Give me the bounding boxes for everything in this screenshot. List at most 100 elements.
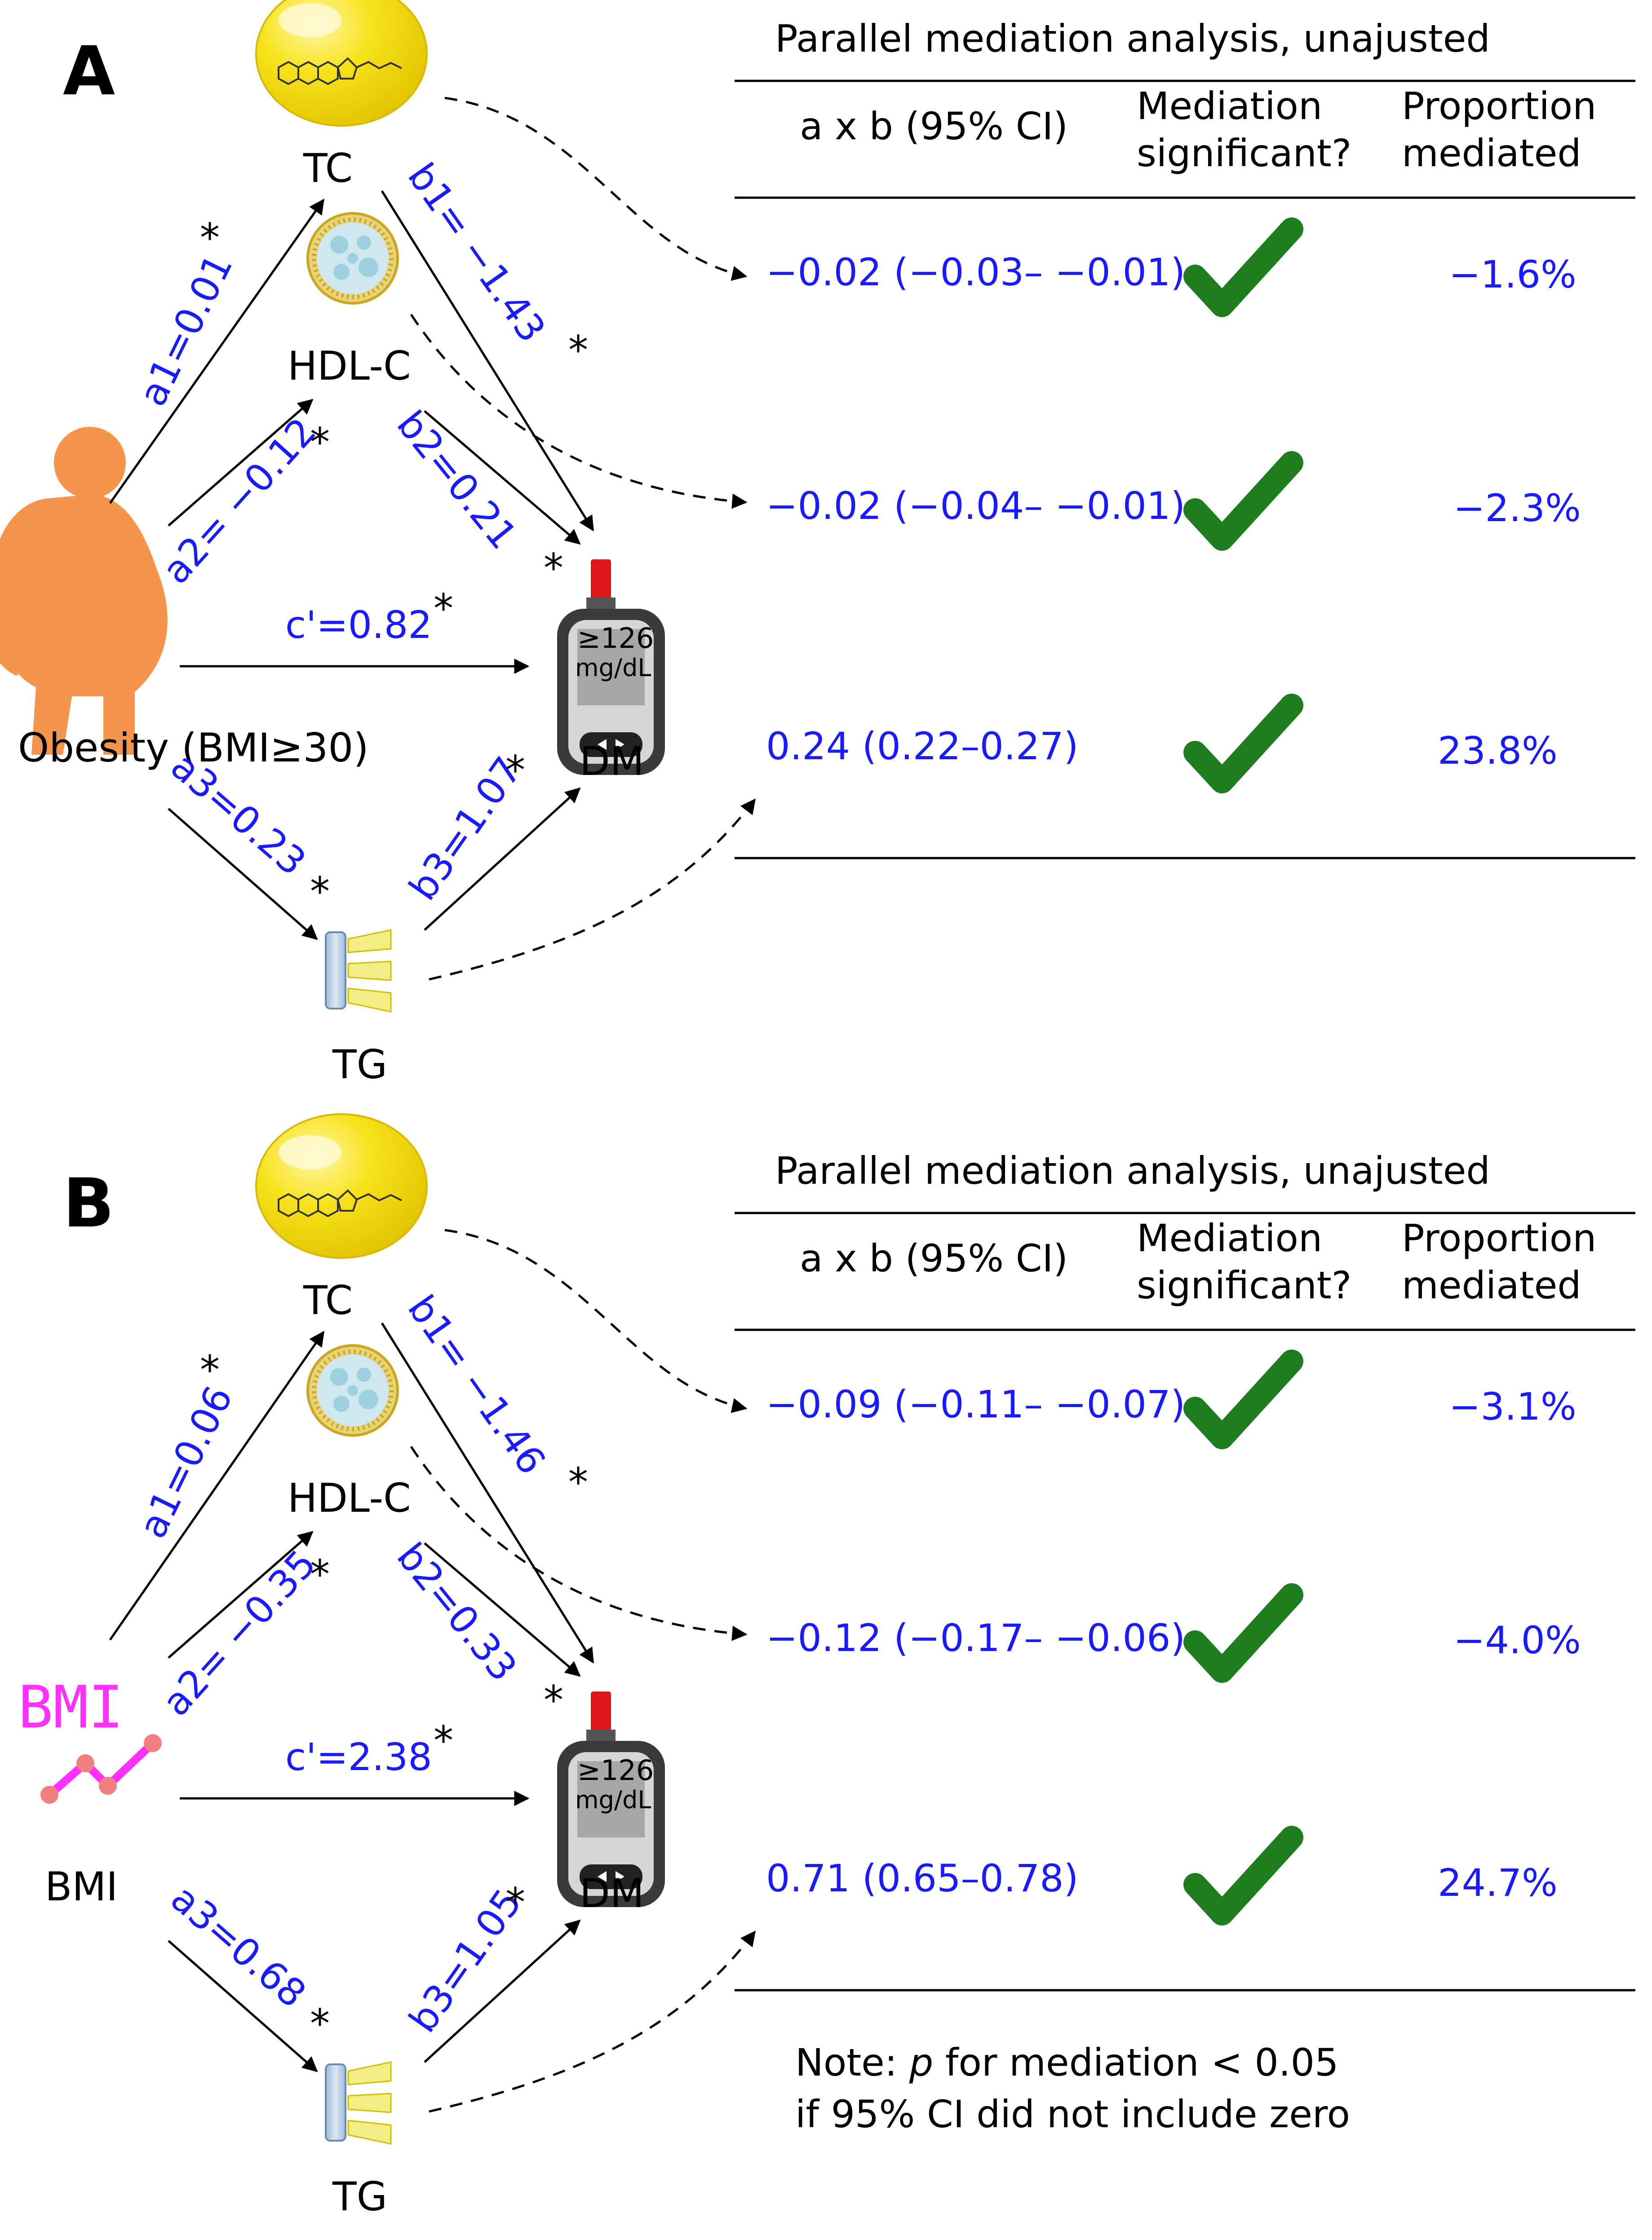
hdl-particle-icon: [308, 1346, 398, 1435]
path-b2-arrow: [424, 1542, 581, 1677]
path-a1-arrow: [109, 1331, 325, 1641]
path-c-label: c'=0.82: [285, 603, 432, 647]
path-a3-label: a3=0.68: [163, 1876, 314, 2016]
path-b1-arrow: [381, 190, 594, 531]
row-proportion: 23.8%: [1438, 729, 1558, 773]
header-significant-2: significant?: [1137, 131, 1351, 175]
path-a3-star: *: [310, 2001, 330, 2047]
panel-b: B TC HDL-C BMI BMI ≥126 mg/dL DM TG a1=0…: [18, 1113, 1635, 2220]
path-a2-star: *: [310, 1551, 330, 1598]
hdl-particle-icon: [308, 213, 398, 303]
header-ab: a x b (95% CI): [800, 1236, 1068, 1280]
mediation-table-a: Parallel mediation analysis, unajusted a…: [735, 17, 1635, 859]
row-proportion: −2.3%: [1453, 486, 1581, 530]
table-title: Parallel mediation analysis, unajusted: [775, 1149, 1490, 1193]
path-a1-arrow: [109, 199, 325, 504]
tc-label: TC: [303, 145, 353, 191]
triglyceride-icon: [325, 929, 392, 1013]
triglyceride-icon: [325, 2061, 392, 2145]
panel-letter-a: A: [63, 32, 115, 111]
row-proportion: −1.6%: [1449, 252, 1577, 297]
path-c-label: c'=2.38: [285, 1735, 432, 1779]
header-proportion-1: Proportion: [1402, 84, 1596, 128]
path-b3-arrow: [424, 1919, 581, 2063]
path-a2-label: a2= −0.12: [154, 409, 324, 592]
table-title: Parallel mediation analysis, unajusted: [775, 17, 1490, 61]
tg-label: TG: [332, 1041, 387, 1088]
glucometer-reading: ≥126: [577, 1754, 654, 1787]
path-a3-arrow: [168, 1940, 318, 2072]
glucometer-unit: mg/dL: [575, 1786, 651, 1814]
path-b2-star: *: [544, 545, 563, 591]
tg-label: TG: [332, 2174, 387, 2220]
check-mark-icon: [1195, 1361, 1292, 1438]
check-mark-icon: [1195, 1837, 1292, 1914]
dm-label: DM: [580, 1870, 644, 1917]
path-a1-star: *: [200, 215, 220, 261]
path-a2-arrow: [168, 1531, 314, 1659]
path-a2-star: *: [310, 419, 330, 465]
check-mark-icon: [1195, 1595, 1292, 1671]
row-proportion: 24.7%: [1438, 1861, 1558, 1905]
path-a1-label: a1=0.06: [130, 1379, 241, 1545]
header-ab: a x b (95% CI): [800, 104, 1068, 148]
path-b3-arrow: [424, 787, 581, 931]
check-mark-icon: [1195, 463, 1292, 539]
path-b3-star: *: [505, 747, 525, 793]
tc-icon: [255, 0, 428, 127]
panel-letter-b: B: [63, 1164, 114, 1243]
mediation-table-b: Parallel mediation analysis, unajusted a…: [735, 1149, 1635, 2136]
path-b3-star: *: [505, 1879, 525, 1926]
hdl-to-table-dashed-arrow: [410, 314, 748, 509]
tg-to-table-dashed-arrow: [429, 1930, 756, 2113]
tg-to-table-dashed-arrow: [429, 798, 756, 981]
path-b2-arrow: [424, 410, 581, 545]
path-c-star: *: [434, 585, 453, 632]
row-ab-value: −0.02 (−0.03– −0.01): [766, 250, 1185, 294]
tc-to-table-dashed-arrow: [444, 97, 748, 281]
bmi-chart-icon: [40, 1734, 162, 1804]
panel-a: A TC HDL-C Obesity (BMI≥30) ≥126 mg/dL D…: [0, 0, 1635, 1088]
hdl-label: HDL-C: [288, 1475, 411, 1521]
bmi-icon-text: BMI: [18, 1673, 124, 1741]
path-b2-star: *: [544, 1677, 563, 1723]
tc-icon: [255, 1113, 428, 1259]
row-ab-value: −0.02 (−0.04– −0.01): [766, 484, 1185, 528]
header-proportion-2: mediated: [1402, 1263, 1581, 1307]
hdl-label: HDL-C: [288, 343, 411, 389]
exposure-label: BMI: [45, 1864, 118, 1910]
glucometer-reading: ≥126: [577, 622, 654, 655]
row-proportion: −3.1%: [1449, 1385, 1577, 1429]
path-b1-arrow: [381, 1322, 594, 1664]
check-mark-icon: [1195, 229, 1292, 305]
header-proportion-1: Proportion: [1402, 1216, 1596, 1260]
row-ab-value: −0.12 (−0.17– −0.06): [766, 1616, 1185, 1660]
dm-label: DM: [580, 738, 644, 784]
row-ab-value: 0.71 (0.65–0.78): [766, 1856, 1078, 1900]
row-proportion: −4.0%: [1453, 1618, 1581, 1662]
obese-figure-icon: [0, 427, 168, 755]
path-a1-label: a1=0.01: [130, 247, 241, 413]
tc-label: TC: [303, 1277, 353, 1324]
check-mark-icon: [1195, 705, 1292, 782]
header-significant-1: Mediation: [1137, 1216, 1322, 1260]
path-a2-label: a2= −0.35: [154, 1541, 324, 1724]
path-a1-star: *: [200, 1347, 220, 1393]
glucometer-unit: mg/dL: [575, 654, 651, 682]
row-ab-value: −0.09 (−0.11– −0.07): [766, 1382, 1185, 1426]
header-significant-2: significant?: [1137, 1263, 1351, 1307]
table-note-line-2: if 95% CI did not include zero: [795, 2092, 1350, 2136]
path-b1-star: *: [568, 1459, 588, 1505]
table-note-line-1: Note: p for mediation < 0.05: [795, 2041, 1338, 2085]
hdl-to-table-dashed-arrow: [410, 1446, 748, 1641]
header-proportion-2: mediated: [1402, 131, 1581, 175]
exposure-label: Obesity (BMI≥30): [18, 725, 369, 771]
path-b1-label: b1= −1.43: [399, 155, 554, 350]
header-significant-1: Mediation: [1137, 84, 1322, 128]
tc-to-table-dashed-arrow: [444, 1229, 748, 1413]
path-b1-label: b1= −1.46: [399, 1287, 554, 1482]
path-a3-arrow: [168, 808, 318, 940]
row-ab-value: 0.24 (0.22–0.27): [766, 724, 1078, 768]
path-a2-arrow: [168, 398, 314, 527]
